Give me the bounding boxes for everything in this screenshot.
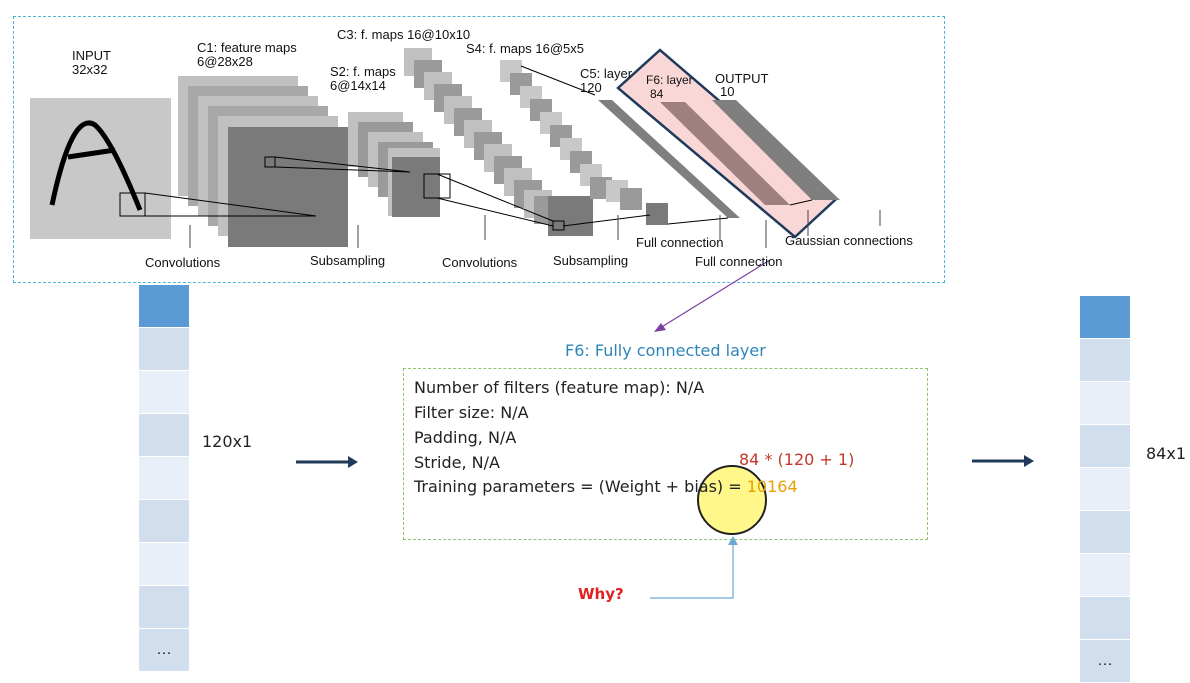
vector-cell [139,414,189,456]
training-params-text: Training parameters = (Weight + bias) = [414,477,747,496]
op-subsampling-1: Subsampling [310,253,386,268]
params-calculation: 84 * (120 + 1) [739,450,855,469]
info-training-params: Training parameters = (Weight + bias) = … [414,477,798,496]
c5-label: C5: layer [580,66,633,81]
vector-cell [139,285,189,327]
vector-cell [139,328,189,370]
c1-size: 6@28x28 [197,54,253,69]
vector-ellipsis: … [139,629,189,671]
vector-cell [139,543,189,585]
vector-cell [139,371,189,413]
input-image [30,98,171,239]
output-label: OUTPUT [715,71,769,86]
training-params-result: 10164 [746,477,798,496]
op-gaussian-connections: Gaussian connections [785,233,913,248]
output-layer-bar [712,100,840,200]
vector-cell [1080,597,1130,639]
vector-cell [139,457,189,499]
s4-label: S4: f. maps 16@5x5 [466,41,584,56]
c5-layer-bar [598,100,740,218]
input-vector-label: 120x1 [202,432,253,451]
info-filter-size: Filter size: N/A [414,403,529,422]
vector-cell [1080,425,1130,467]
op-convolutions-2: Convolutions [442,255,518,270]
info-title: F6: Fully connected layer [565,341,766,360]
s4-feature-maps [500,60,668,225]
s2-label: S2: f. maps [330,64,396,79]
architecture-frame [13,16,945,283]
c3-feature-maps [404,48,593,236]
c1-label: C1: feature maps [197,40,297,55]
info-padding: Padding, N/A [414,428,517,447]
input-letter-a [49,120,143,211]
operation-ticks [189,210,881,248]
output-vector-label: 84x1 [1146,444,1187,463]
why-label: Why? [578,585,624,603]
op-full-connection-1: Full connection [636,235,724,250]
layer-to-output-arrow [1024,455,1034,467]
op-full-connection-2: Full connection [695,254,783,269]
vector-ellipsis: … [1080,640,1130,682]
input-label: INPUT [72,48,111,63]
vector-cell [1080,296,1130,338]
info-box [403,368,928,540]
op-subsampling-2: Subsampling [553,253,629,268]
input-to-layer-arrow [348,456,358,468]
op-convolutions-1: Convolutions [145,255,221,270]
f6-label: F6: layer [646,73,693,87]
c3-label: C3: f. maps 16@10x10 [337,27,471,42]
c1-feature-maps [178,76,348,247]
vector-cell [139,500,189,542]
input-size: 32x32 [72,62,108,77]
info-filters: Number of filters (feature map): N/A [414,378,705,397]
output-size: 10 [720,84,735,99]
vector-cell [1080,511,1130,553]
output-vector-84: … [1080,296,1130,683]
s2-size: 6@14x14 [330,78,386,93]
f6-layer-bar [660,102,790,205]
vector-cell [1080,554,1130,596]
input-vector-120: … [139,285,189,672]
vector-cell [1080,339,1130,381]
architecture-diagram [30,48,1034,599]
c5-size: 120 [580,80,602,95]
info-stride: Stride, N/A [414,453,500,472]
result-highlight-circle [697,465,767,535]
purple-pointer-arrow [659,259,771,329]
vector-cell [1080,468,1130,510]
s2-feature-maps [348,112,451,217]
why-connector-arrow [650,543,734,599]
input-letter-a-bar [67,147,116,160]
vector-cell [1080,382,1130,424]
f6-size: 84 [650,87,664,101]
vector-cell [139,586,189,628]
